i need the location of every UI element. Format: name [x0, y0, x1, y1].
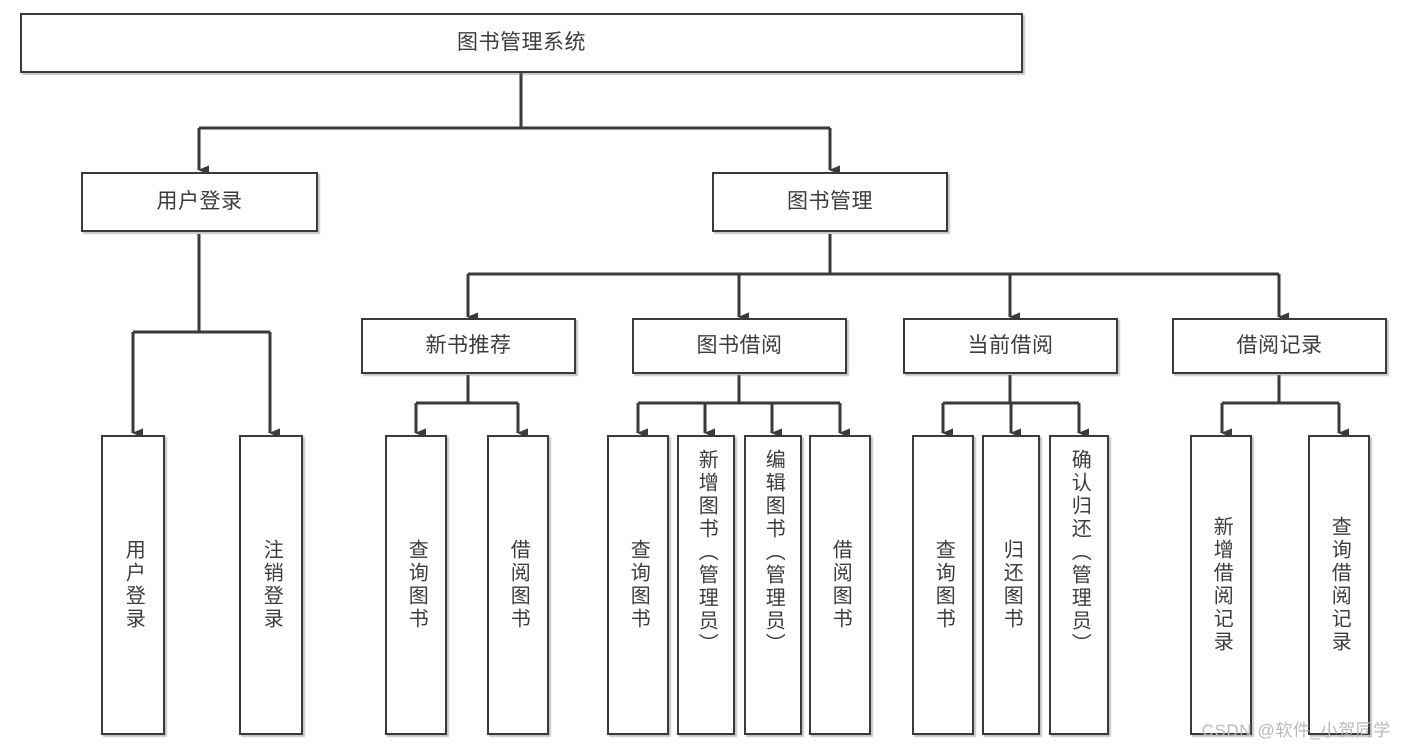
- node-leaf-add-book-admin[interactable]: 新增图书（管理员）: [677, 435, 735, 735]
- node-leaf-add-borrow-record-label: 新增借阅记录: [1210, 516, 1233, 654]
- node-leaf-query-books-recommend-label: 查询图书: [405, 539, 428, 631]
- node-book-management[interactable]: 图书管理: [712, 172, 948, 232]
- node-leaf-query-borrow-record-label: 查询借阅记录: [1328, 516, 1351, 654]
- node-user-login[interactable]: 用户登录: [81, 172, 318, 232]
- node-root-label: 图书管理系统: [457, 31, 586, 55]
- node-book-borrow[interactable]: 图书借阅: [632, 318, 847, 374]
- node-leaf-edit-book-admin-label: 编辑图书（管理员）: [762, 449, 785, 656]
- node-leaf-user-login-label: 用户登录: [122, 539, 145, 631]
- node-leaf-add-book-admin-label: 新增图书（管理员）: [695, 449, 718, 656]
- node-root-book-management-system[interactable]: 图书管理系统: [20, 13, 1023, 73]
- node-leaf-edit-book-admin[interactable]: 编辑图书（管理员）: [744, 435, 802, 735]
- node-new-book-recommend-label: 新书推荐: [425, 334, 512, 358]
- node-leaf-logout-label: 注销登录: [260, 539, 283, 631]
- node-leaf-logout[interactable]: 注销登录: [239, 435, 303, 735]
- node-current-borrow-label: 当前借阅: [967, 334, 1054, 358]
- node-leaf-query-books-borrow-label: 查询图书: [627, 539, 650, 631]
- node-borrow-record-label: 借阅记录: [1236, 334, 1323, 358]
- node-leaf-confirm-return-admin[interactable]: 确认归还（管理员）: [1049, 435, 1109, 735]
- node-leaf-query-books-current[interactable]: 查询图书: [912, 435, 974, 735]
- node-leaf-confirm-return-admin-label: 确认归还（管理员）: [1068, 449, 1091, 656]
- watermark-text: CSDN @软件_小贺同学: [1201, 721, 1391, 740]
- node-leaf-borrow-books-recommend[interactable]: 借阅图书: [487, 435, 549, 735]
- node-leaf-return-books-label: 归还图书: [1000, 539, 1023, 631]
- node-borrow-record[interactable]: 借阅记录: [1172, 318, 1387, 374]
- node-book-management-label: 图书管理: [787, 190, 873, 214]
- node-leaf-add-borrow-record[interactable]: 新增借阅记录: [1190, 435, 1252, 735]
- node-leaf-borrow-books-borrow-label: 借阅图书: [829, 539, 852, 631]
- node-book-borrow-label: 图书借阅: [696, 334, 783, 358]
- node-leaf-borrow-books-recommend-label: 借阅图书: [507, 539, 530, 631]
- node-current-borrow[interactable]: 当前借阅: [903, 318, 1118, 374]
- node-leaf-user-login[interactable]: 用户登录: [101, 435, 165, 735]
- node-new-book-recommend[interactable]: 新书推荐: [361, 318, 576, 374]
- node-leaf-return-books[interactable]: 归还图书: [982, 435, 1040, 735]
- node-leaf-query-books-borrow[interactable]: 查询图书: [607, 435, 669, 735]
- node-leaf-borrow-books-borrow[interactable]: 借阅图书: [809, 435, 871, 735]
- node-leaf-query-borrow-record[interactable]: 查询借阅记录: [1308, 435, 1370, 735]
- node-user-login-label: 用户登录: [156, 190, 243, 214]
- node-leaf-query-books-current-label: 查询图书: [932, 539, 955, 631]
- node-leaf-query-books-recommend[interactable]: 查询图书: [385, 435, 447, 735]
